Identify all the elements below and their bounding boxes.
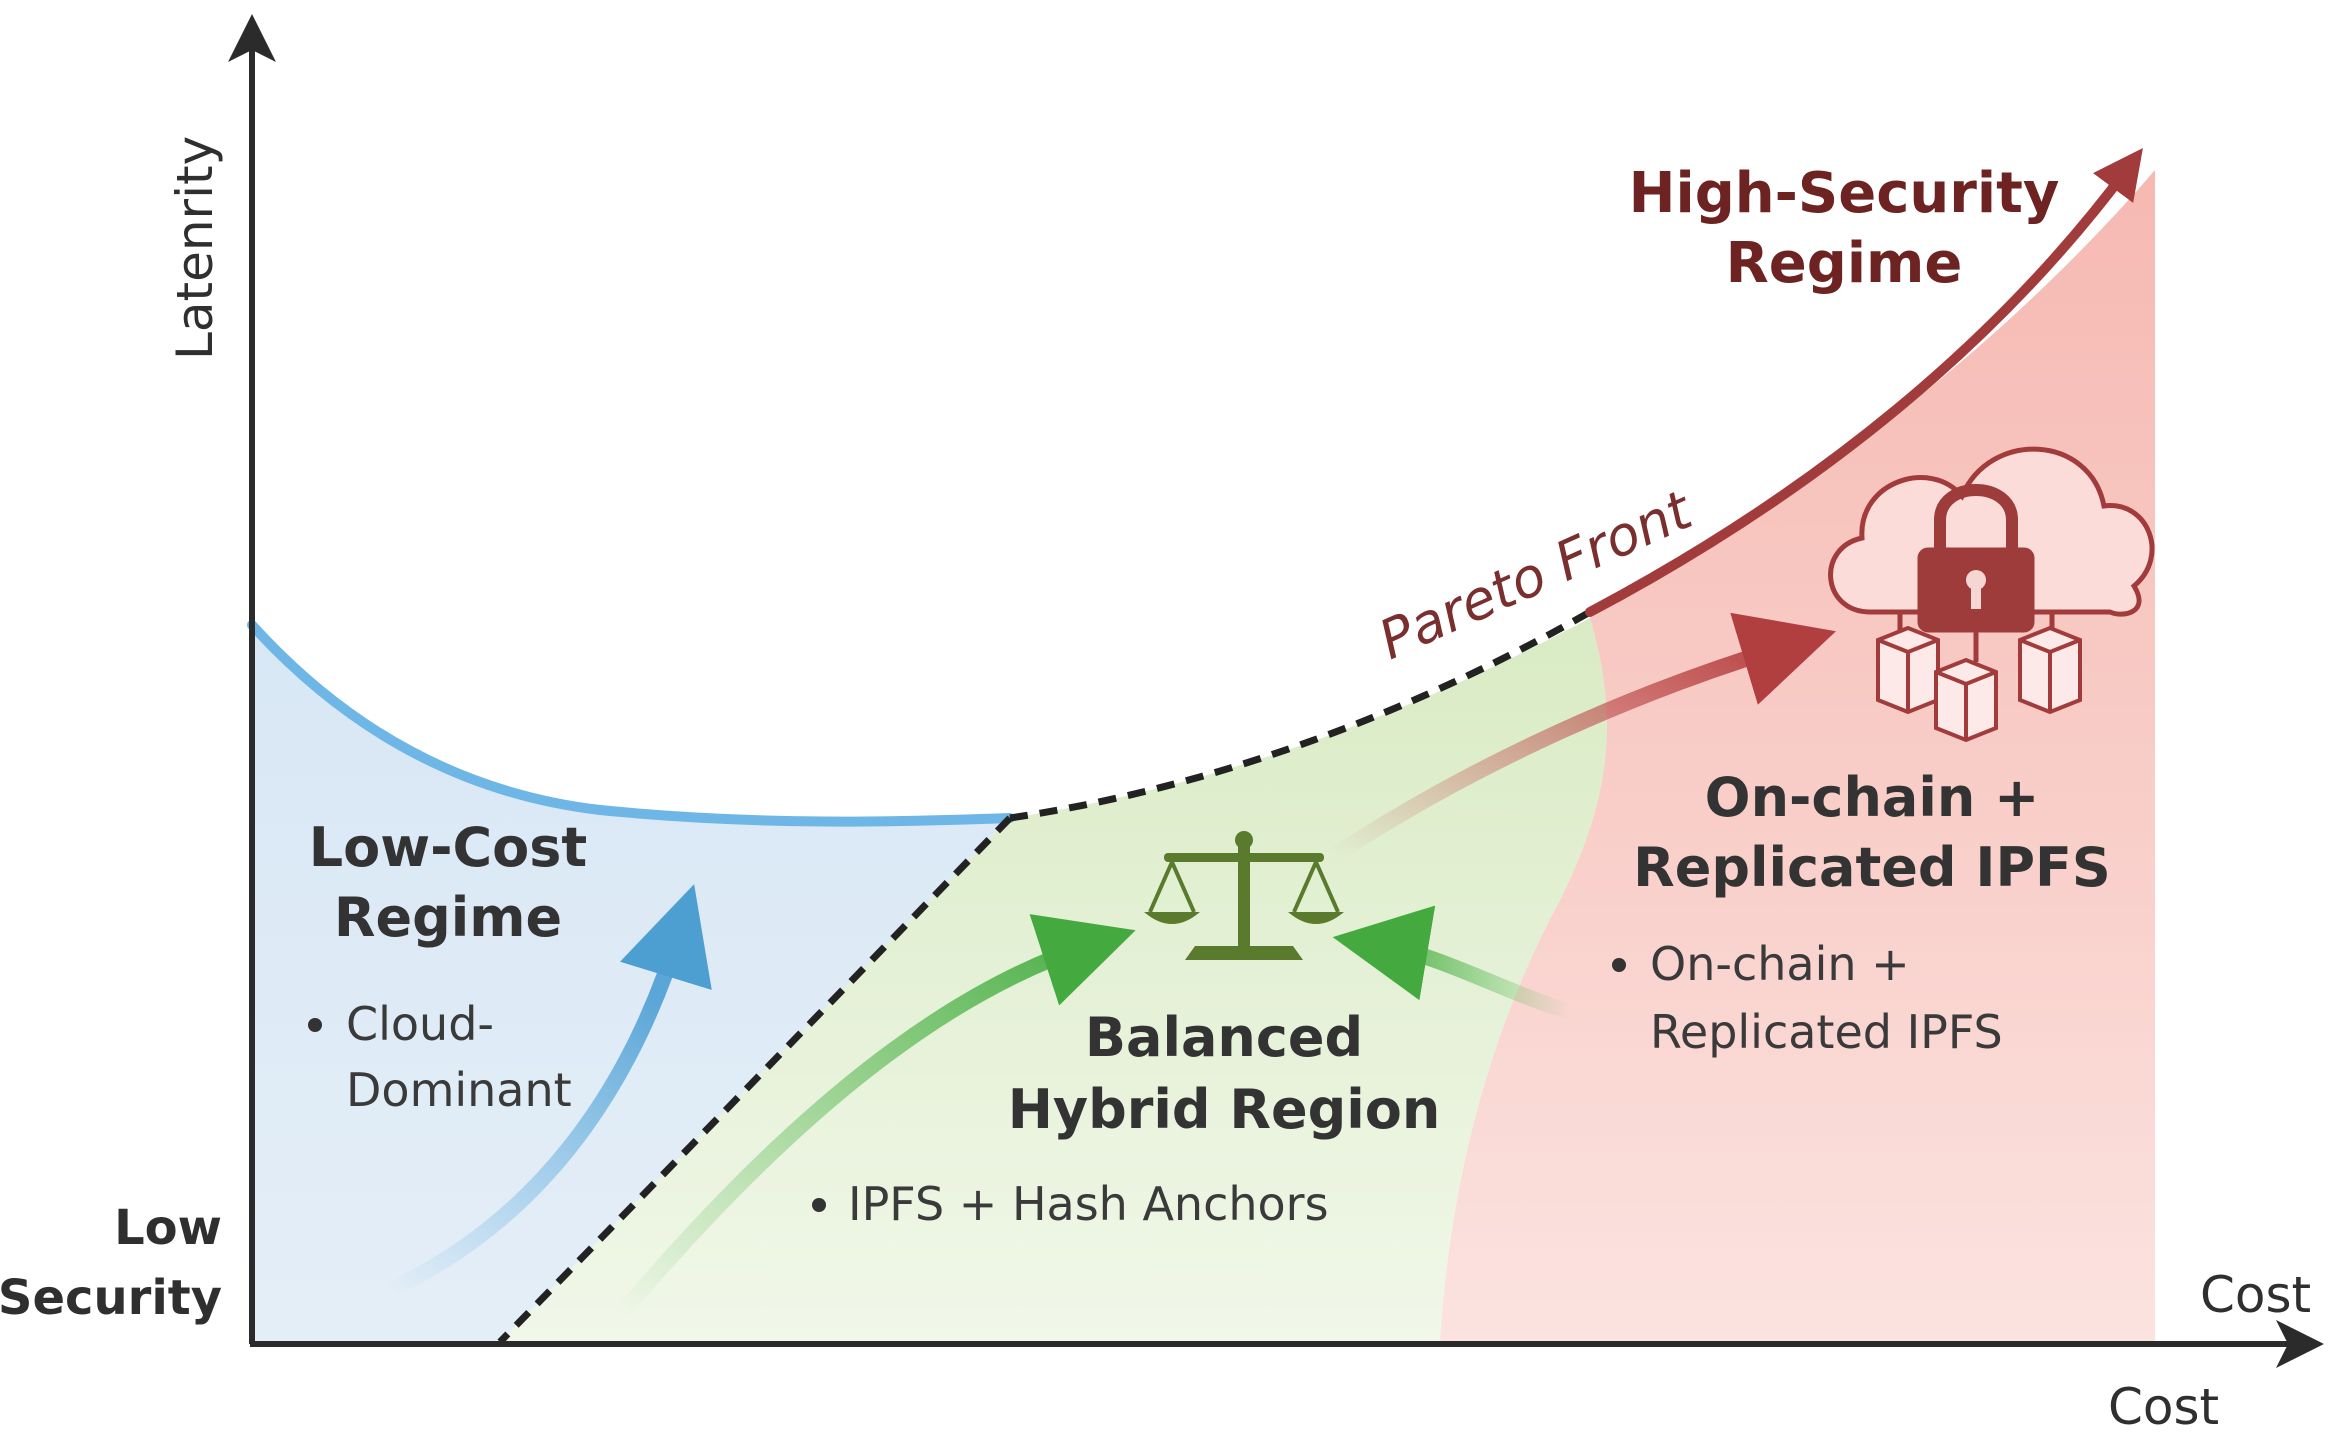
origin-label-low: Low — [114, 1200, 222, 1256]
high-security-curve — [1585, 147, 2143, 617]
bullet-dot — [308, 1018, 322, 1032]
bullet-dot — [812, 1198, 826, 1212]
high-security-title-line2: Regime — [1726, 231, 1963, 296]
high-security-title-line1: High-Security — [1629, 161, 2060, 226]
balanced-arrow-left — [612, 914, 1136, 1323]
balanced-bullet: IPFS + Hash Anchors — [848, 1177, 1329, 1231]
low-cost-curve — [247, 620, 1015, 827]
high-security-arrow — [1327, 612, 1836, 863]
y-axis-label: Latenrity — [166, 136, 224, 360]
origin-label-security: Security — [0, 1270, 222, 1326]
low-cost-bullet-line2: Dominant — [346, 1063, 572, 1117]
balanced-title-line2: Hybrid Region — [1008, 1078, 1441, 1141]
balanced-title-line1: Balanced — [1085, 1006, 1363, 1069]
cloud-lock-icon — [1828, 446, 2155, 743]
high-security-bullet-line2: Replicated IPFS — [1650, 1005, 2003, 1059]
bullet-dot — [1612, 958, 1626, 972]
pareto-front-dashed — [1009, 608, 1592, 822]
high-security-subtitle-line2: Replicated IPFS — [1633, 836, 2111, 899]
high-security-region-fill — [1440, 170, 2155, 1342]
low-cost-title-line2: Regime — [334, 886, 562, 949]
low-cost-bullet-line1: Cloud- — [346, 997, 494, 1051]
x-axis-label-outer: Cost — [2108, 1378, 2219, 1436]
high-security-subtitle-line1: On-chain + — [1705, 766, 2040, 829]
region-boundary-dashed — [497, 815, 1013, 1345]
high-security-bullet-line1: On-chain + — [1650, 937, 1910, 991]
low-cost-arrow — [382, 884, 712, 1298]
low-cost-title-line1: Low-Cost — [309, 816, 588, 879]
balance-scale-icon — [1144, 831, 1344, 960]
balanced-arrow-right — [1332, 905, 1578, 1020]
x-axis-label-inner: Cost — [2200, 1266, 2311, 1324]
